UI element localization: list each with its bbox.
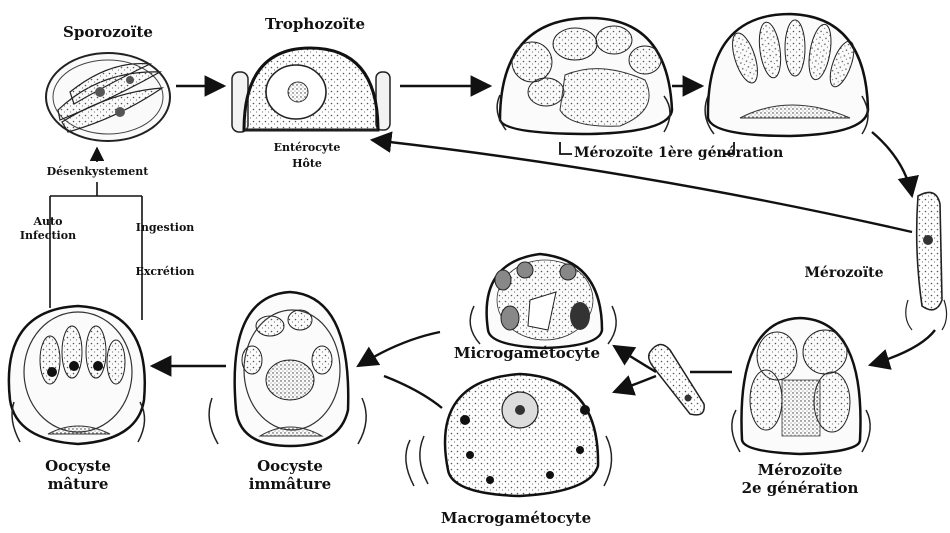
label-oocyste-mature-line2: mâture <box>28 476 128 493</box>
label-infection: Infection <box>18 230 78 243</box>
arrow-to-macrogametocyte <box>614 376 656 392</box>
label-sporozoite: Sporozoïte <box>48 24 168 41</box>
oocyste-immature-drawing <box>209 292 366 446</box>
label-merozoite-2e-gen-line2: 2e génération <box>730 480 870 497</box>
arrow-meront-to-merozoite <box>872 132 912 196</box>
label-auto: Auto <box>18 216 78 229</box>
merozoite-2-drawing <box>649 344 705 414</box>
arrow-micro-to-oocyst <box>358 332 440 366</box>
meront-1-drawing <box>497 18 672 134</box>
label-oocyste-immature-line1: Oocyste <box>240 458 340 475</box>
sporozoite-cyst-drawing <box>46 53 170 141</box>
label-trophozoite: Trophozoïte <box>250 16 380 33</box>
label-merozoite: Mérozoïte <box>804 265 884 281</box>
label-desenkystement: Désenkystement <box>40 166 155 179</box>
label-oocyste-immature-line2: immâture <box>240 476 340 493</box>
merozoite-drawing <box>906 192 947 330</box>
label-macrogametocyte: Macrogamétocyte <box>436 510 596 527</box>
meront-2-drawing <box>732 318 870 454</box>
microgametocyte-drawing <box>470 254 616 348</box>
label-hote: Hôte <box>262 158 352 171</box>
meront-1-mature-drawing <box>705 14 868 136</box>
trophozoite-drawing <box>232 48 390 132</box>
oocyste-mature-drawing <box>9 306 145 444</box>
macrogametocyte-drawing <box>406 374 612 496</box>
arrow-merozoite-to-meront2 <box>870 330 935 365</box>
label-merozoite-2e-gen-line1: Mérozoïte <box>740 462 860 479</box>
label-ingestion: Ingestion <box>130 222 200 235</box>
label-excretion: Excrétion <box>130 266 200 279</box>
label-microgametocyte: Microgamétocyte <box>452 345 602 362</box>
arrow-macro-to-oocyst <box>384 376 442 408</box>
label-oocyste-mature-line1: Oocyste <box>28 458 128 475</box>
label-enterocyte: Entérocyte <box>262 142 352 155</box>
label-merozoite-1ere-generation: Mérozoïte 1ère génération <box>574 145 724 161</box>
